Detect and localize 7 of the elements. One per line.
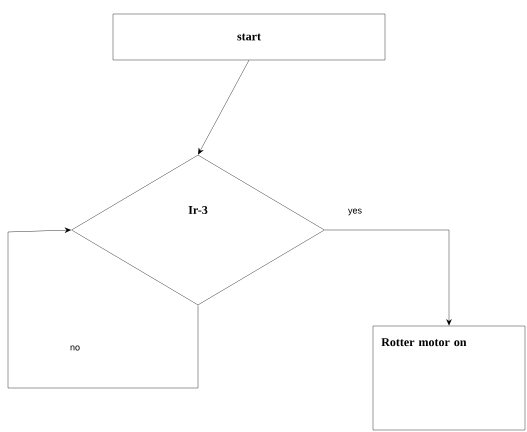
arrow — [198, 60, 250, 155]
edge-label: no — [69, 344, 81, 352]
arrow — [8, 227, 198, 388]
edge-label: yes — [347, 208, 363, 216]
arrow — [324, 230, 452, 326]
process-box: start — [112, 14, 386, 60]
process-box: Rotter motor on — [372, 326, 526, 430]
